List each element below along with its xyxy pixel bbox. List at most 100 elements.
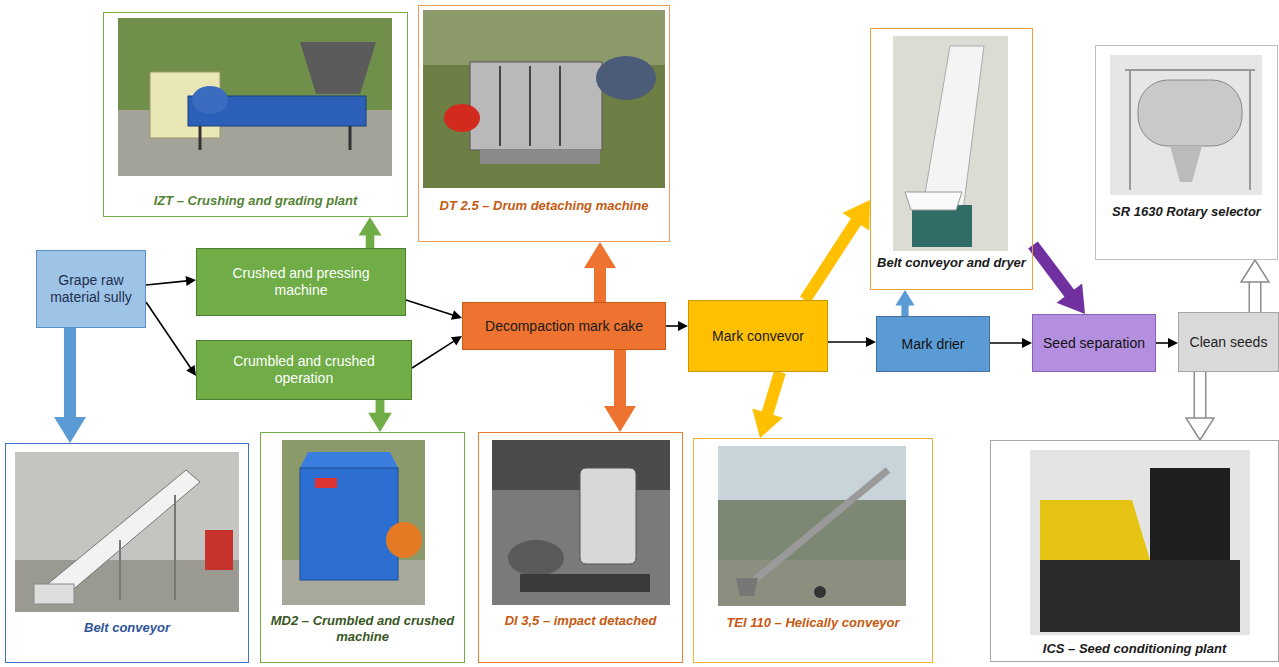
equipment-caption: TEI 110 – Helically conveyor bbox=[698, 615, 928, 631]
arrow-head bbox=[1186, 418, 1214, 440]
machine-motor bbox=[508, 540, 564, 576]
arrow-shaft bbox=[1033, 245, 1070, 294]
flow-arrow bbox=[666, 321, 688, 331]
arrow-shaft bbox=[376, 400, 385, 414]
machine-hopper bbox=[300, 42, 376, 94]
process-box: Clean seeds bbox=[1178, 312, 1279, 372]
arrow-shaft bbox=[146, 302, 191, 369]
tube-inlet bbox=[736, 578, 758, 596]
flow-arrow bbox=[412, 336, 462, 368]
arrow-head bbox=[54, 417, 86, 443]
equipment-caption: Belt conveyor bbox=[10, 620, 244, 636]
flow-arrow bbox=[146, 302, 196, 376]
photo-background bbox=[15, 452, 239, 612]
equipment-frame: TEI 110 – Helically conveyor bbox=[693, 438, 933, 663]
equipment-frame: SR 1630 Rotary selector bbox=[1095, 45, 1278, 260]
support-frame bbox=[1249, 70, 1251, 190]
equipment-frame: MD2 – Crumbled and crushed machine bbox=[260, 432, 465, 663]
arrow-shaft bbox=[1156, 342, 1169, 344]
process-box: Seed separation bbox=[1032, 314, 1156, 372]
photo-background bbox=[492, 440, 670, 605]
equipment-caption: Belt conveyor and dryer bbox=[875, 255, 1028, 271]
arrow-shaft bbox=[1250, 281, 1260, 312]
arrow-head bbox=[359, 217, 382, 236]
conveyor-hopper bbox=[905, 192, 962, 210]
flow-arrow bbox=[359, 217, 382, 248]
process-label: Mark convevor bbox=[712, 328, 804, 345]
arrow-shaft bbox=[146, 281, 187, 285]
machine-base bbox=[480, 150, 600, 164]
helical-tube bbox=[745, 470, 888, 588]
conveyor-leg bbox=[119, 540, 121, 600]
process-label: Grape raw material sully bbox=[45, 272, 137, 306]
arrow-head bbox=[186, 276, 196, 286]
flow-arrow bbox=[1033, 245, 1085, 314]
arrow-shaft bbox=[901, 305, 908, 316]
machine-body bbox=[300, 468, 398, 580]
arrow-shaft bbox=[828, 341, 867, 343]
housing-rib bbox=[499, 66, 501, 146]
machine-base bbox=[520, 574, 650, 592]
arrow-head bbox=[678, 321, 688, 331]
arrow-head bbox=[1241, 260, 1269, 282]
drum-chute bbox=[1170, 146, 1202, 182]
flow-arrow bbox=[990, 338, 1032, 348]
arrow-head bbox=[1057, 284, 1085, 314]
machine-cover bbox=[1040, 500, 1150, 560]
process-box: Crushed and pressing machine bbox=[196, 248, 406, 316]
arrow-shaft bbox=[1195, 372, 1205, 419]
machine-pulley bbox=[386, 522, 422, 558]
machine-body bbox=[1040, 560, 1240, 632]
dryer-base bbox=[912, 205, 972, 247]
equipment-caption: DT 2.5 – Drum detaching machine bbox=[423, 198, 665, 214]
process-label: Crushed and pressing machine bbox=[205, 265, 397, 299]
arrow-outline bbox=[1194, 372, 1207, 419]
conveyor-hopper bbox=[34, 584, 74, 604]
flow-arrow bbox=[1241, 260, 1269, 312]
equipment-frame: ICS – Seed conditioning plant bbox=[990, 440, 1279, 662]
machine-cylinder bbox=[580, 468, 636, 564]
equipment-caption: IZT – Crushing and grading plant bbox=[108, 193, 403, 209]
arrow-head bbox=[451, 336, 462, 346]
arrow-shaft bbox=[805, 221, 856, 300]
machine-motor bbox=[192, 86, 228, 114]
flow-arrow bbox=[828, 337, 876, 347]
arrow-shaft bbox=[406, 300, 453, 315]
flow-arrow bbox=[146, 276, 196, 286]
equipment-frame: DT 2.5 – Drum detaching machine bbox=[418, 5, 670, 242]
arrow-head bbox=[584, 242, 616, 268]
machine-housing bbox=[470, 62, 602, 150]
arrow-shaft bbox=[614, 350, 626, 407]
arrow-head bbox=[1168, 338, 1178, 348]
equipment-caption: DI 3,5 – impact detached bbox=[483, 613, 678, 629]
flow-arrow bbox=[54, 328, 86, 443]
photo-background bbox=[893, 36, 1008, 251]
photo-background bbox=[118, 18, 392, 176]
machine-motor bbox=[596, 56, 656, 100]
housing-rib bbox=[559, 66, 561, 146]
arrow-shaft bbox=[412, 341, 454, 368]
process-box: Mark convevor bbox=[688, 300, 828, 372]
photo-background bbox=[282, 440, 425, 605]
process-label: Clean seeds bbox=[1190, 334, 1268, 351]
arrow-shaft bbox=[990, 342, 1023, 344]
photo-background bbox=[1110, 55, 1262, 195]
equipment-frame: Belt conveyor and dryer bbox=[870, 28, 1033, 290]
arrow-head bbox=[842, 200, 870, 231]
photo-ground bbox=[718, 560, 906, 606]
arrow-head bbox=[368, 413, 392, 432]
tube-wheel bbox=[814, 586, 826, 598]
equipment-caption: MD2 – Crumbled and crushed machine bbox=[265, 613, 460, 646]
arrow-shaft bbox=[594, 267, 606, 302]
process-label: Crumbled and crushed operation bbox=[205, 353, 403, 387]
machine-leg bbox=[349, 126, 352, 150]
flow-arrow bbox=[752, 372, 783, 438]
flow-arrow bbox=[604, 350, 636, 432]
equipment-frame: Belt conveyor bbox=[5, 443, 249, 663]
equipment-frame: IZT – Crushing and grading plant bbox=[103, 12, 408, 217]
housing-rib bbox=[529, 66, 531, 146]
arrow-head bbox=[604, 406, 636, 432]
arrow-head bbox=[752, 408, 783, 438]
photo-background bbox=[1030, 450, 1250, 635]
